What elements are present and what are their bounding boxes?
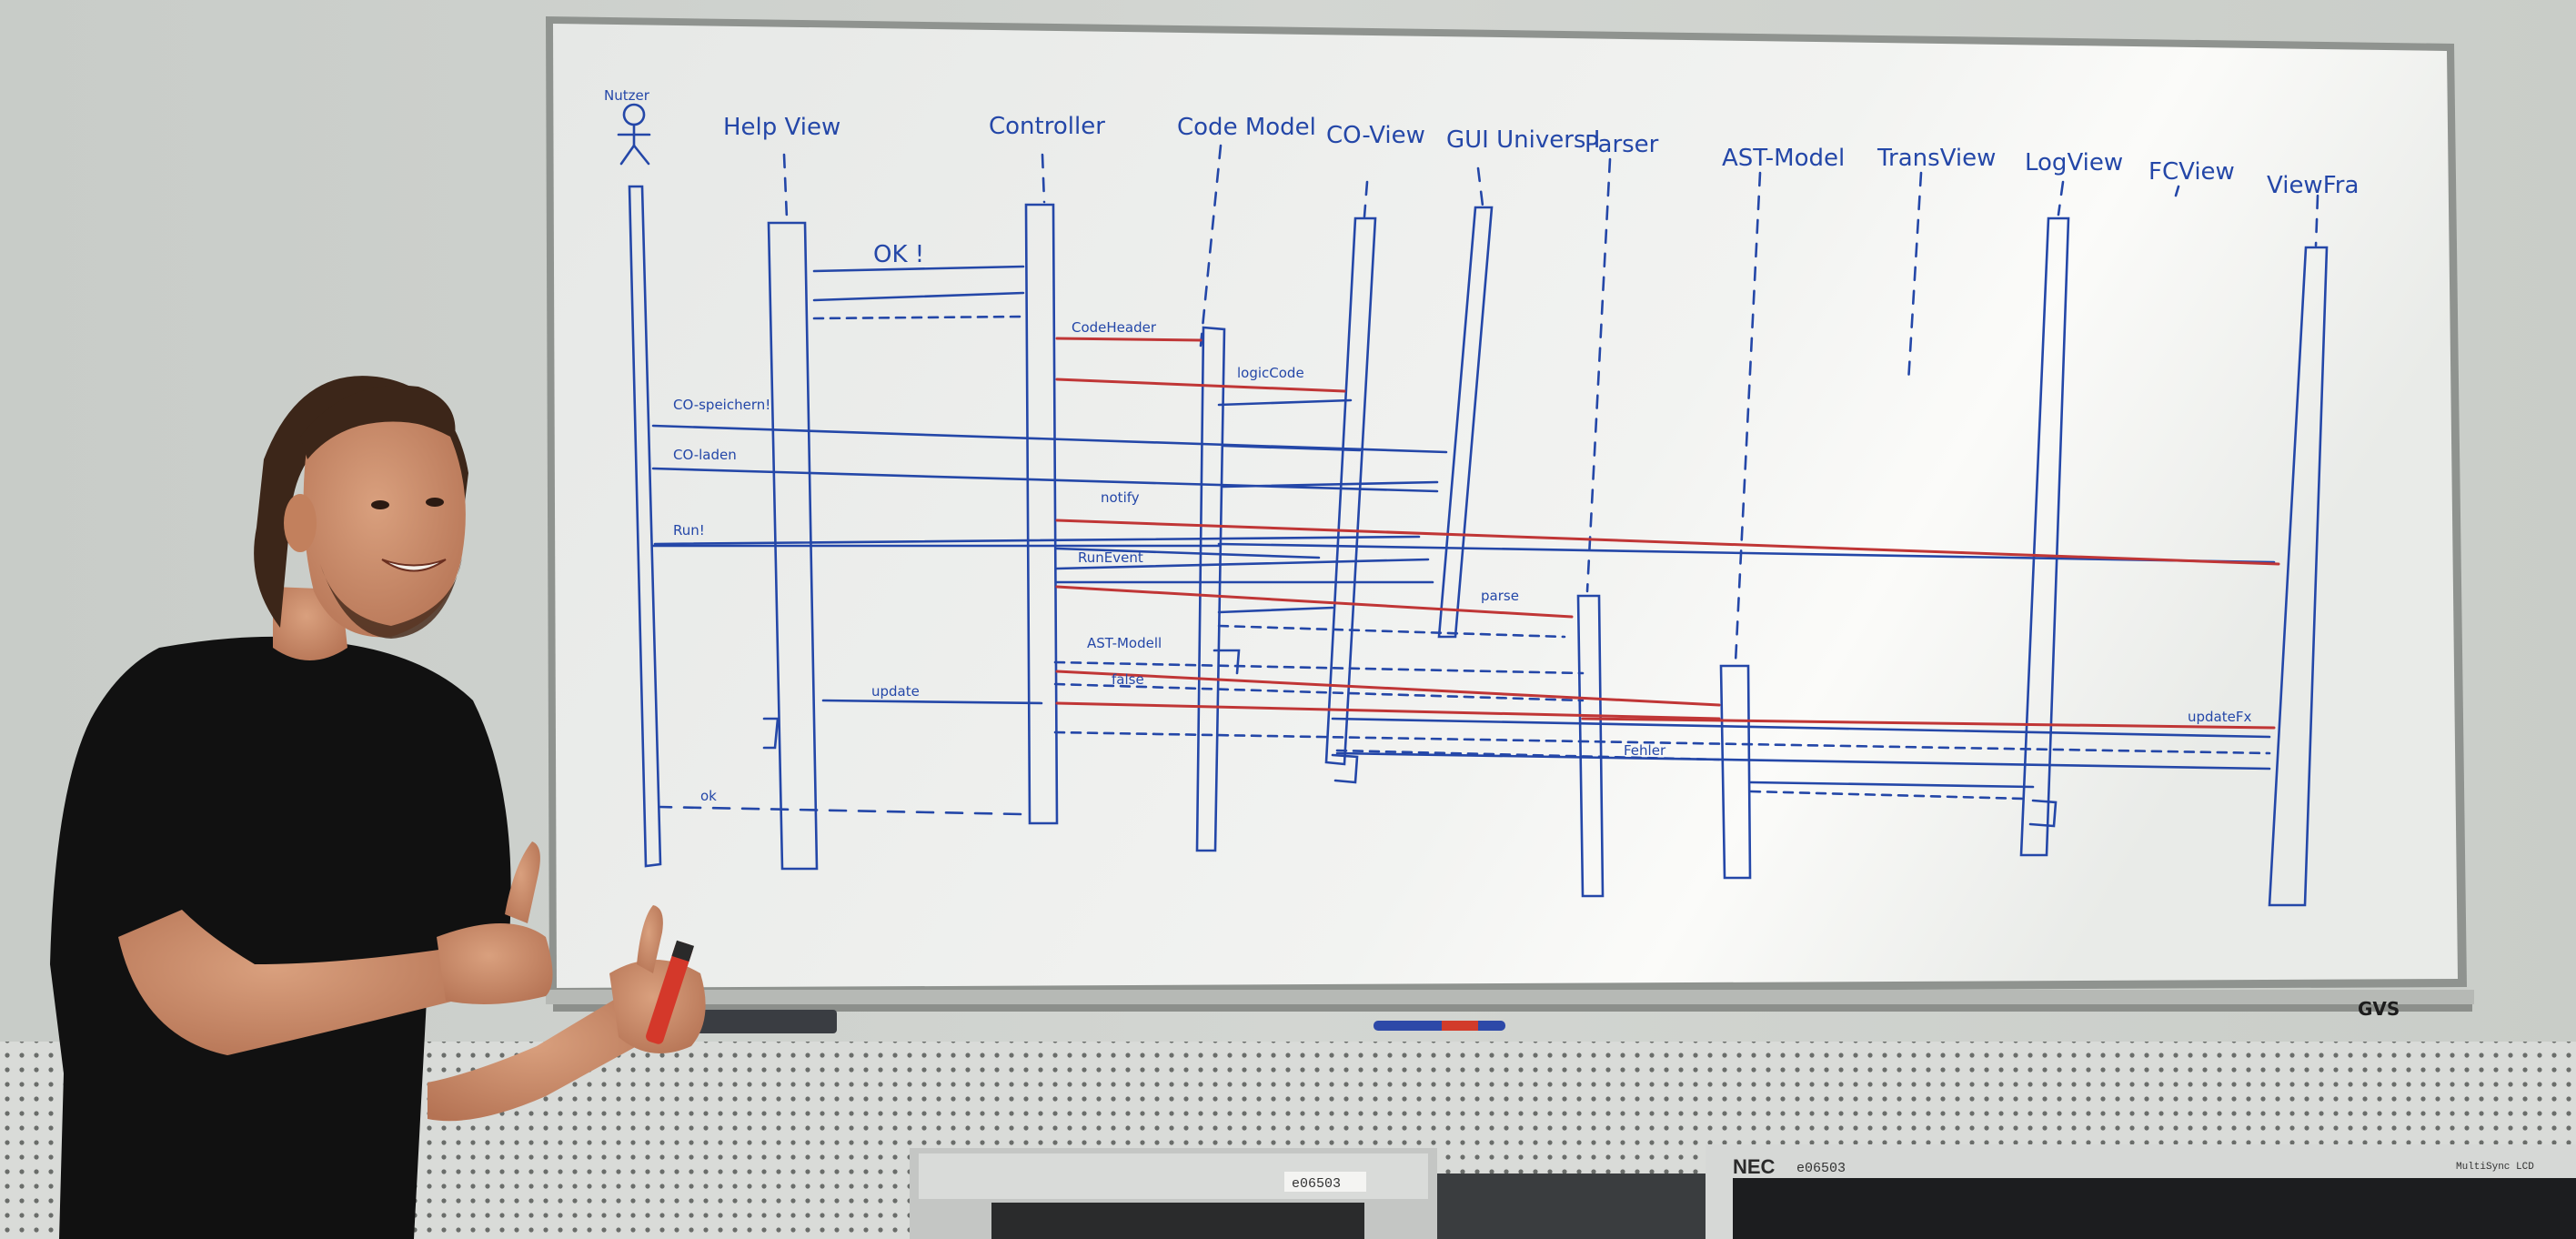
msg-fehler: Fehler	[1624, 742, 1666, 759]
msg-get-code: logicCode	[1237, 365, 1304, 381]
msg-notify: notify	[1101, 489, 1140, 506]
msg-ok-return: ok	[700, 788, 717, 804]
thumbs-up-hand-icon	[437, 841, 553, 1004]
diagram-labels: Nutzer Help View Controller Code Model C…	[604, 87, 2359, 804]
msg-ast-model: AST-Modell	[1087, 635, 1162, 651]
lifeline-label-code-model: Code Model	[1177, 114, 1316, 141]
msg-false: false	[1112, 671, 1144, 688]
msg-code-header: CodeHeader	[1072, 319, 1157, 336]
lifeline-label-nutzer: Nutzer	[604, 87, 650, 104]
msg-co-speichern: CO-speichern!	[673, 397, 770, 413]
monitor-right-brand: NEC	[1733, 1155, 1776, 1178]
lifeline-label-trans-view: TransView	[1877, 145, 1996, 172]
monitor-left-label: e06503	[1292, 1176, 1341, 1192]
lifeline-label-ast-model: AST-Model	[1722, 145, 1845, 172]
marker-on-tray	[1374, 1021, 1505, 1031]
face	[303, 418, 466, 638]
msg-run-event: RunEvent	[1078, 549, 1143, 566]
lifeline-label-help-view: Help View	[723, 114, 840, 141]
monitor-right: NEC e06503 MultiSync LCD	[1706, 1144, 2576, 1239]
red-messages	[1055, 337, 2280, 730]
red-marker	[646, 940, 695, 1044]
monitor-middle-back	[1437, 1174, 1710, 1239]
msg-update-fx: updateFx	[2188, 709, 2251, 725]
sequence-diagram	[617, 103, 2329, 907]
person	[50, 376, 706, 1239]
msg-run: Run!	[673, 522, 705, 539]
msg-ok: OK !	[873, 241, 924, 268]
stick-figure-icon	[617, 103, 651, 166]
lifeline-label-co-view: CO-View	[1326, 122, 1425, 149]
board-brand-mark: GVS	[2358, 998, 2400, 1020]
msg-update: update	[871, 683, 920, 700]
arm-left	[118, 910, 464, 1055]
msg-parse: parse	[1481, 588, 1519, 604]
msg-co-laden: CO-laden	[673, 447, 737, 463]
monitor-left: e06503	[910, 1148, 1437, 1239]
lifeline-label-log-view: LogView	[2025, 149, 2123, 176]
lifeline-label-view-fra: ViewFra	[2267, 172, 2359, 199]
eraser	[691, 1010, 837, 1033]
lifeline-label-gui-univers: GUI Univers I	[1446, 126, 1600, 154]
lifeline-label-controller: Controller	[989, 113, 1105, 140]
arm-right	[428, 992, 664, 1122]
lifeline-label-parser: Parser	[1585, 131, 1659, 158]
lifeline-label-fc-view: FCView	[2148, 158, 2235, 186]
monitor-right-label: e06503	[1796, 1161, 1846, 1176]
black-tshirt	[50, 636, 511, 1239]
monitor-right-model: MultiSync LCD	[2456, 1162, 2534, 1173]
